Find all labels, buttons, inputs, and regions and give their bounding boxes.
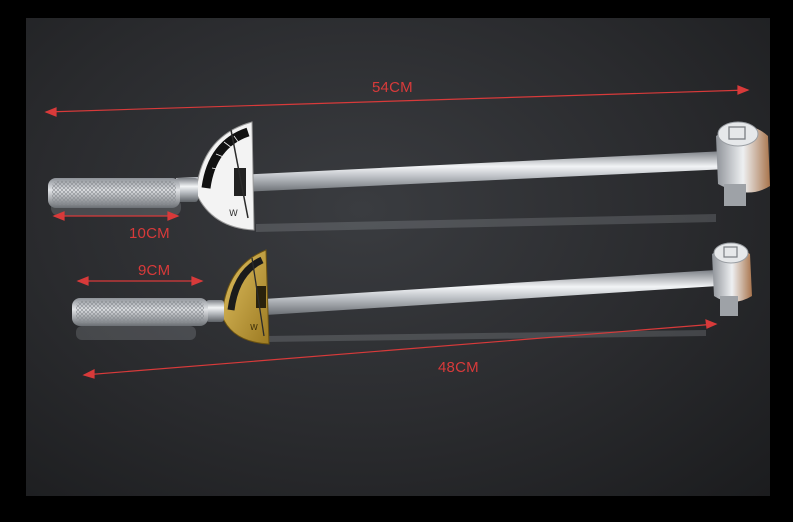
dimension-line-54cm — [45, 89, 749, 113]
dimension-lines — [44, 85, 750, 379]
svg-text:W: W — [250, 323, 258, 332]
label-short-handle: 9CM — [138, 262, 171, 279]
long-wrench-scale-plate: W — [195, 121, 255, 231]
product-photo: W W — [26, 18, 770, 496]
short-wrench-head — [712, 242, 752, 316]
torque-wrench-scene: W W — [44, 85, 770, 379]
long-wrench-head — [716, 121, 770, 206]
arrow-right-icon — [705, 319, 718, 329]
dimension-line-48cm — [83, 323, 717, 376]
arrow-left-icon — [44, 107, 57, 117]
arrow-left-icon — [76, 276, 89, 286]
label-short-length: 48CM — [438, 359, 479, 376]
arrow-right-icon — [737, 85, 750, 95]
label-long-handle: 10CM — [129, 225, 170, 242]
short-torque-wrench: W — [72, 242, 752, 345]
arrow-right-icon — [167, 211, 180, 221]
label-long-length: 54CM — [372, 79, 413, 96]
arrow-right-icon — [191, 276, 204, 286]
arrow-left-icon — [52, 211, 65, 221]
short-wrench-grip — [72, 298, 208, 326]
arrow-left-icon — [82, 369, 95, 379]
long-wrench-grip — [48, 178, 180, 208]
svg-text:W: W — [229, 209, 238, 219]
long-torque-wrench: W — [48, 121, 770, 231]
short-wrench-scale-plate: W — [221, 249, 270, 345]
